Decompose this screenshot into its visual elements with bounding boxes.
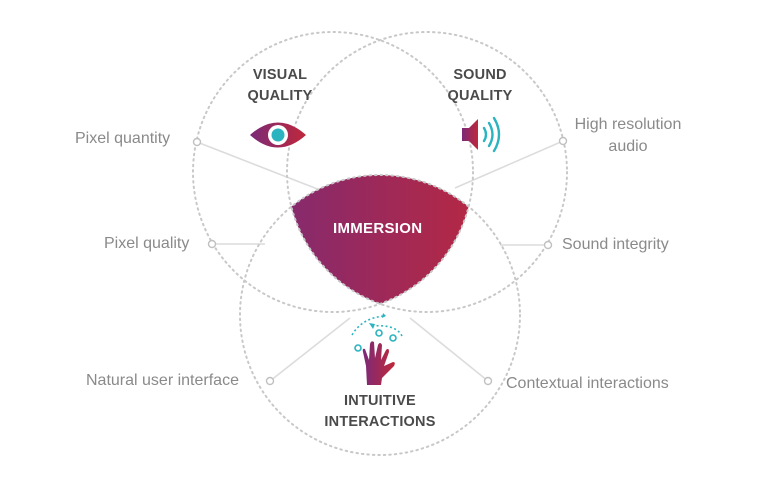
pixel-quantity-label: Pixel quantity [75,130,171,147]
sound-quality-circle [286,31,568,313]
heading-line: VISUAL [252,67,308,83]
heading-line: QUALITY [447,88,513,104]
sound-quality-heading: SOUND QUALITY [438,65,522,107]
heading-line: QUALITY [247,88,313,104]
heading-line: INTERACTIONS [324,414,436,430]
intuitive-interactions-heading: INTUITIVE INTERACTIONS [320,391,440,433]
callout-dots [192,136,568,386]
speaker-icon [462,116,501,153]
heading-line: INTUITIVE [344,393,416,409]
intuitive-interactions-circle [239,174,521,456]
high-resolution-audio-label: High resolution audio [568,114,688,158]
visual-quality-heading: VISUAL QUALITY [238,65,322,107]
immersion-region [287,175,473,312]
heading-line: SOUND [453,67,507,83]
immersion-label: IMMERSION [333,220,423,237]
sound-integrity-label: Sound integrity [562,236,669,253]
callout-lines [196,140,564,382]
eye-icon [250,122,306,148]
natural-user-interface-label: Natural user interface [86,372,239,389]
label-line: High resolution [574,116,682,133]
label-line: audio [608,138,648,155]
visual-quality-circle [192,31,474,313]
pixel-quality-label: Pixel quality [104,235,190,252]
contextual-interactions-label: Contextual interactions [506,375,669,392]
hand-gesture-icon [351,313,403,385]
